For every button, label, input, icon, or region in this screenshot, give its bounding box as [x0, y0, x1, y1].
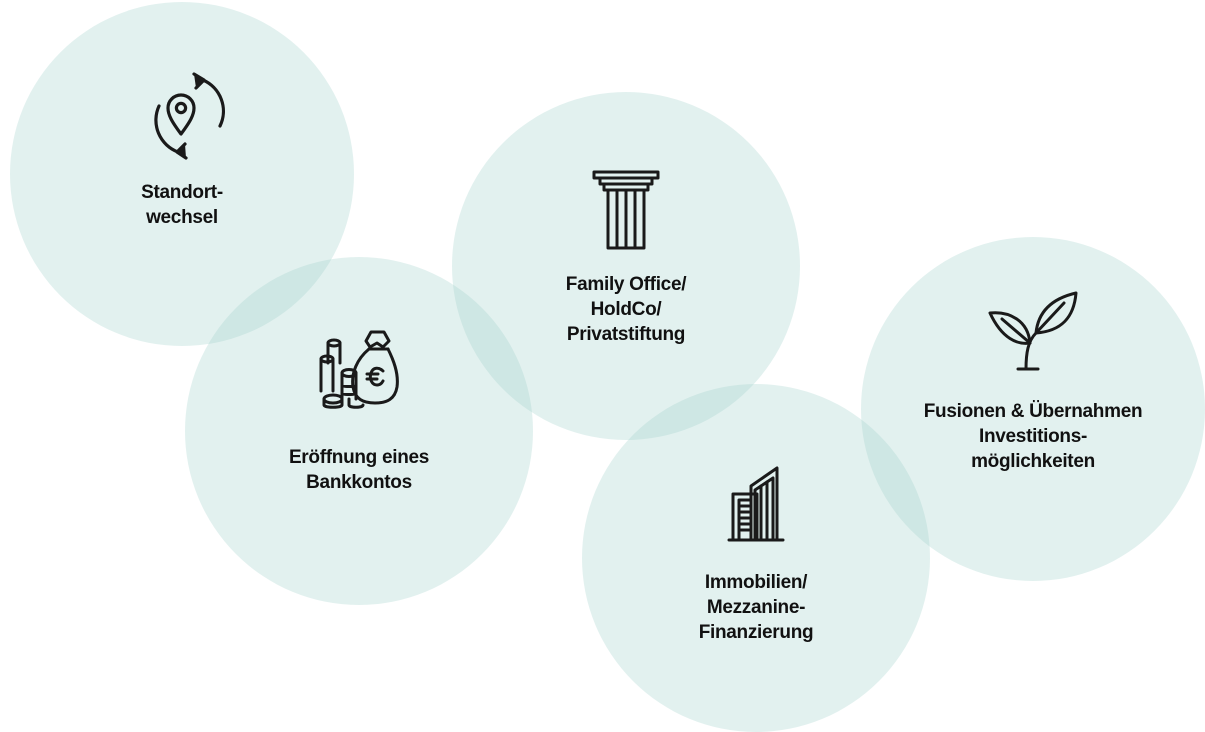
label-bankkonto: Eröffnung eines Bankkontos	[289, 445, 429, 495]
circle-fusionen: Fusionen & Übernahmen Investitions- mögl…	[861, 237, 1205, 581]
label-line: HoldCo/	[590, 299, 662, 320]
money-bag-euro-icon	[319, 330, 399, 409]
label-family-office: Family Office/ HoldCo/ Privatstiftung	[565, 272, 687, 347]
label-line: Fusionen & Übernahmen	[923, 401, 1143, 422]
building-icon	[727, 466, 785, 542]
label-line: Standort-	[141, 182, 223, 203]
label-standortwechsel: Standort- wechsel	[141, 180, 223, 230]
circle-family-office: Family Office/ HoldCo/ Privatstiftung	[452, 92, 800, 440]
label-line: Privatstiftung	[566, 324, 686, 345]
label-fusionen: Fusionen & Übernahmen Investitions- mögl…	[924, 399, 1143, 474]
label-line: Bankkontos	[306, 472, 412, 493]
label-line: Immobilien/	[704, 572, 808, 593]
pillar-icon	[592, 170, 660, 250]
label-immobilien: Immobilien/ Mezzanine- Finanzierung	[699, 570, 814, 645]
label-line: Investitions-	[978, 426, 1087, 447]
label-line: wechsel	[146, 207, 218, 228]
label-line: Finanzierung	[698, 622, 814, 643]
sprout-icon	[988, 291, 1078, 371]
label-line: Eröffnung eines	[288, 447, 430, 468]
label-line: Mezzanine-	[706, 597, 806, 618]
label-line: Family Office/	[565, 274, 687, 295]
circle-standortwechsel: Standort- wechsel	[10, 2, 354, 346]
relocation-pin-icon	[154, 72, 225, 160]
circle-immobilien: Immobilien/ Mezzanine- Finanzierung	[582, 384, 930, 732]
circle-bankkonto: Eröffnung eines Bankkontos	[185, 257, 533, 605]
label-line: möglichkeiten	[971, 451, 1095, 472]
